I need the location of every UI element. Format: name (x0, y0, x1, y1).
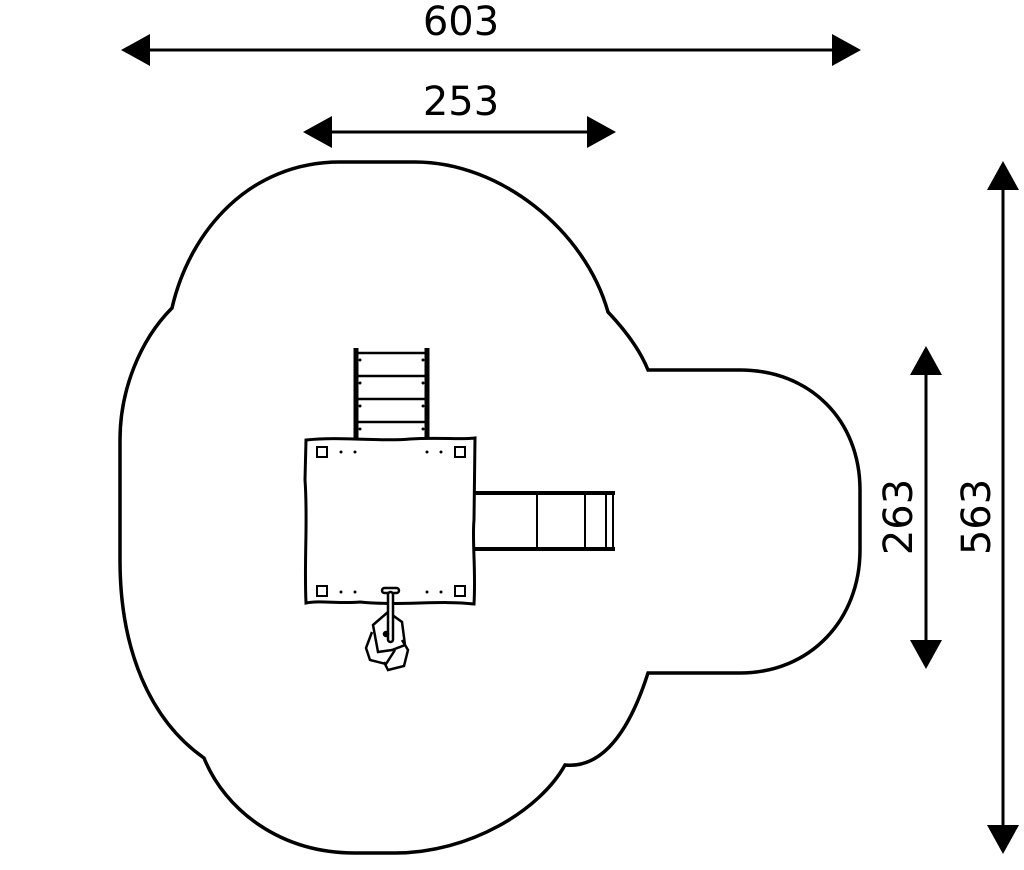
dimension-label-overall-height: 563 (954, 479, 1000, 555)
dimension-label-slide-zone-height: 263 (876, 479, 922, 555)
dimension-slide-zone-height: 263 (876, 346, 942, 669)
safety-zone-outline (118, 160, 862, 855)
slide (475, 491, 615, 551)
dimension-label-overall-width: 603 (423, 0, 499, 45)
dimension-platform-width: 253 (303, 79, 616, 148)
dimension-overall-height: 563 (954, 161, 1019, 854)
platform (303, 436, 477, 606)
rope-climber-rock (364, 586, 410, 672)
ladder (353, 348, 430, 440)
dimension-overall-width: 603 (121, 0, 861, 66)
dimension-label-platform-width: 253 (423, 79, 499, 125)
